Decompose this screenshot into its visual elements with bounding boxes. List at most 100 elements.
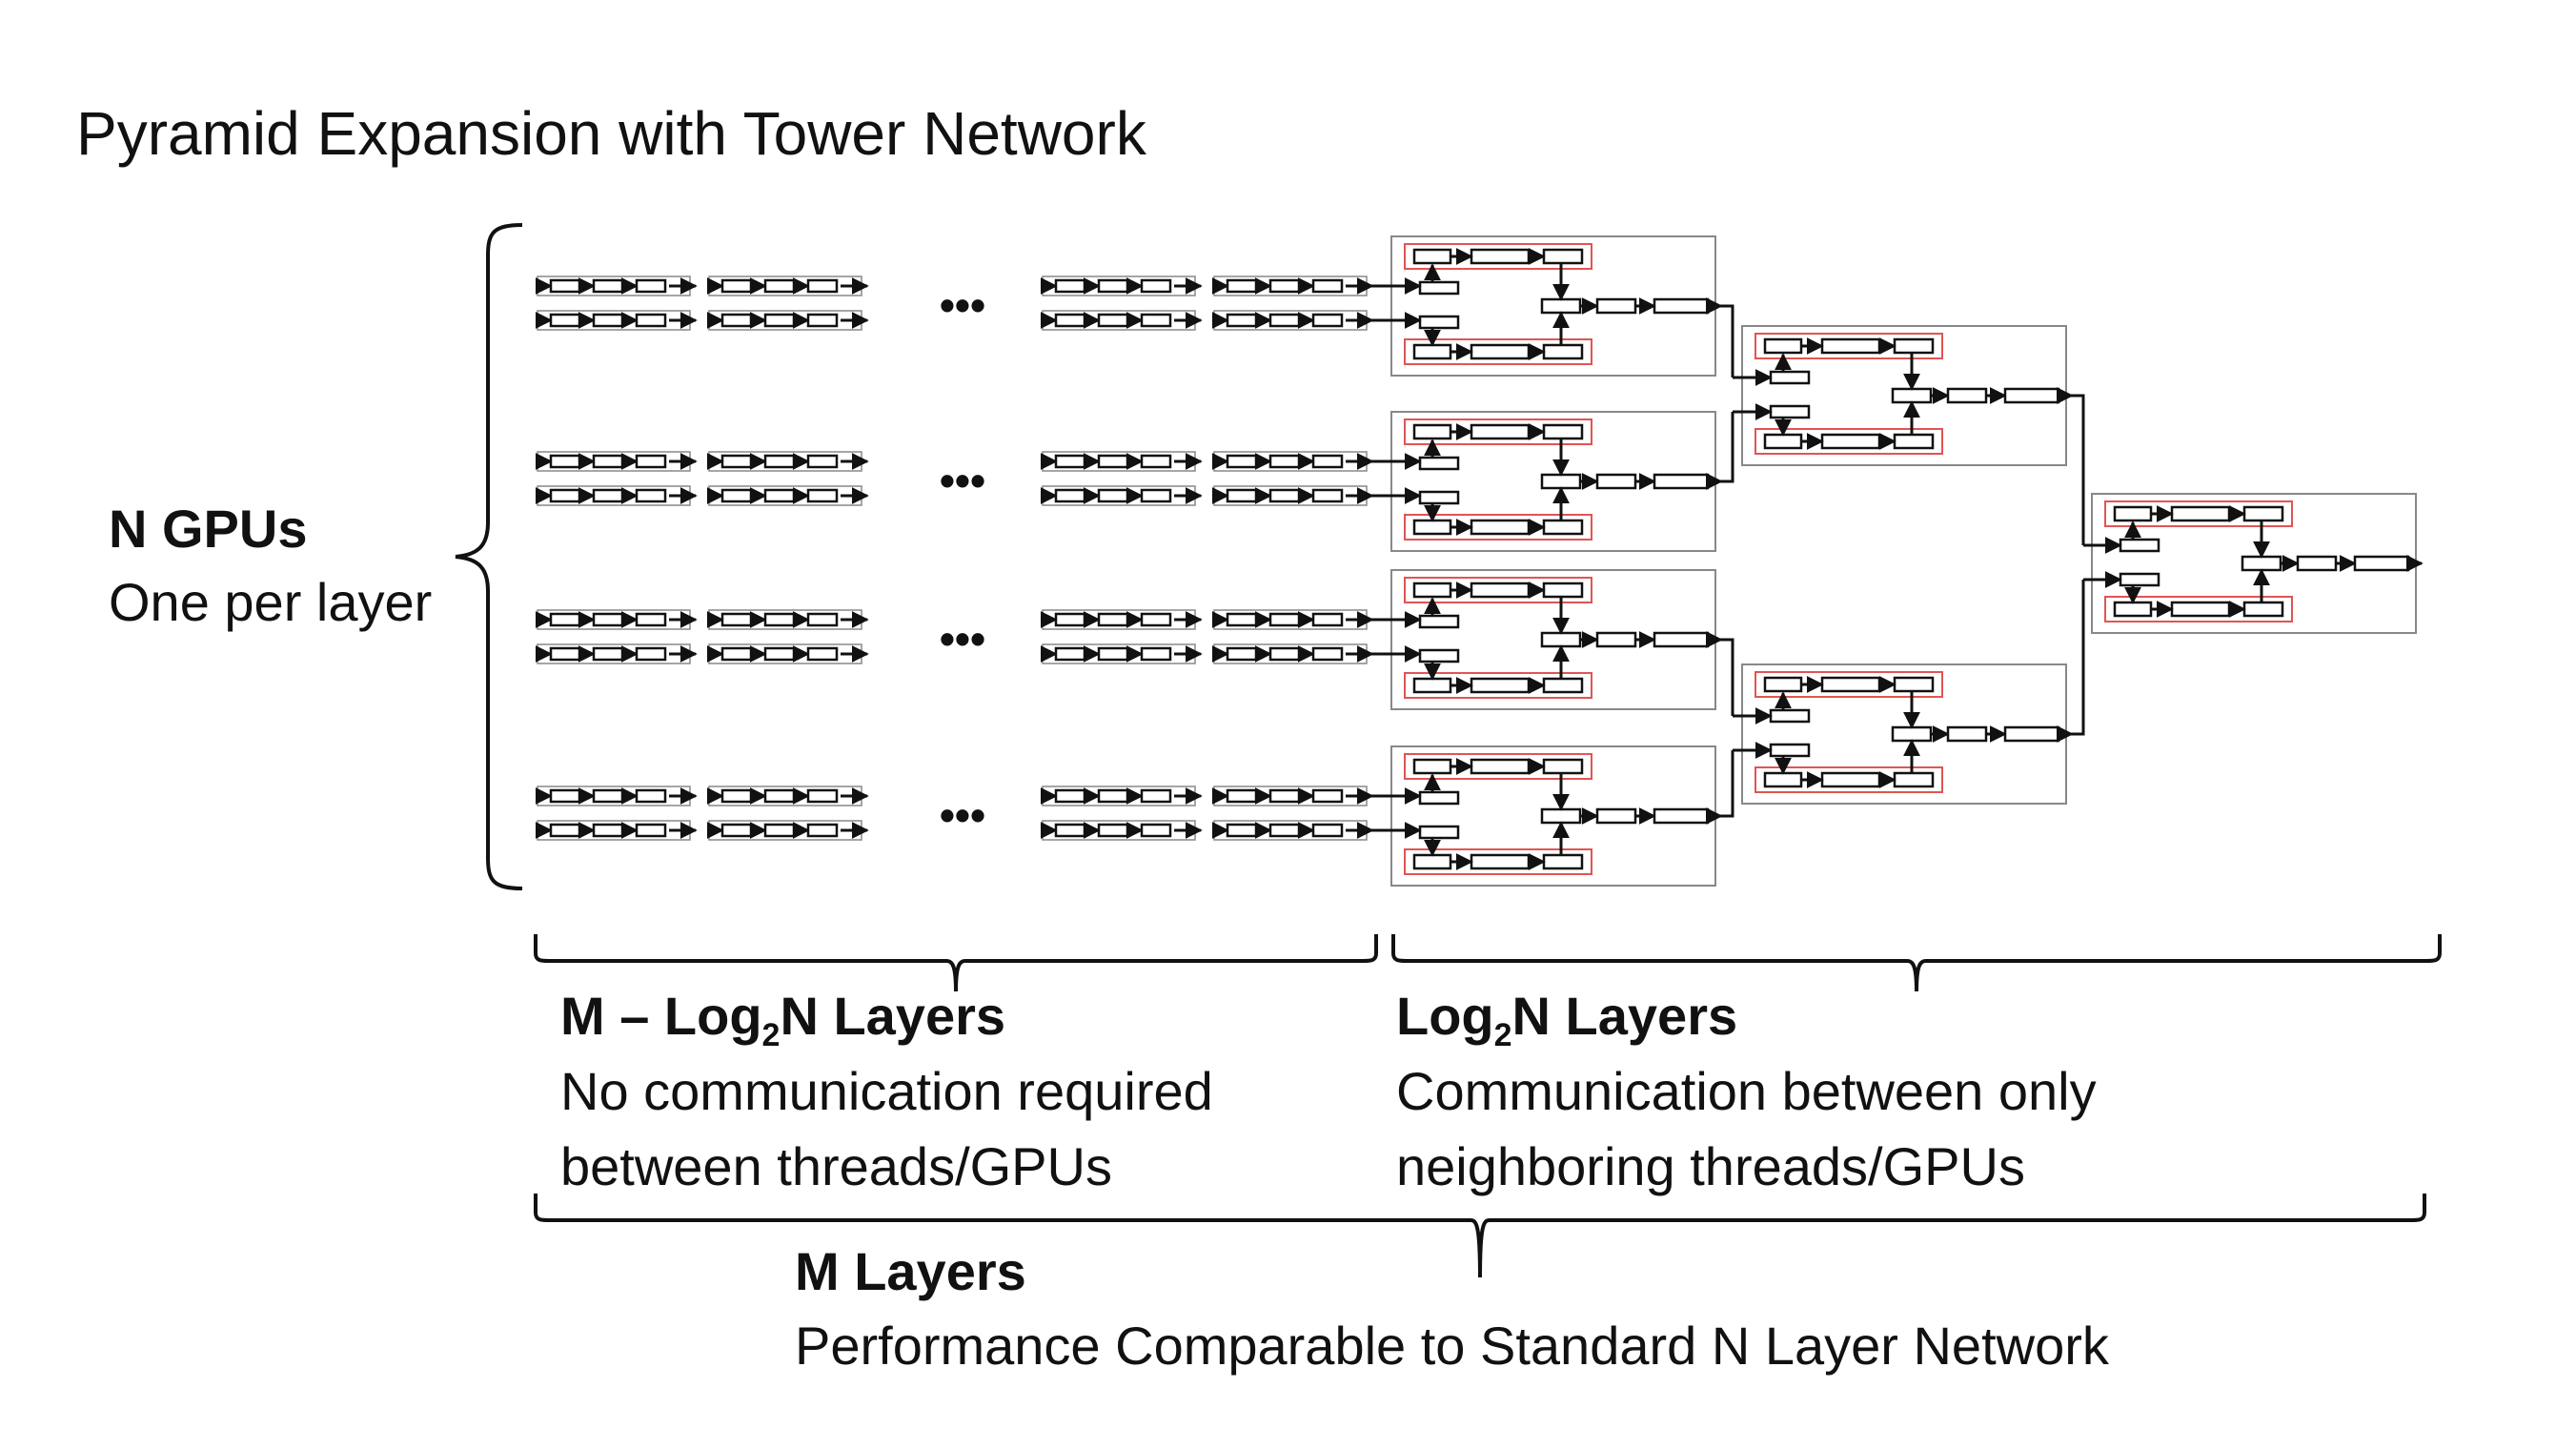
total-section-heading: M Layers — [795, 1241, 1026, 1301]
chain-layer-box — [1311, 454, 1344, 469]
tower-bottom-box — [1470, 343, 1531, 360]
chain-layer-box — [549, 313, 581, 328]
chain-layer-box — [635, 488, 667, 503]
tower-input-box — [1769, 743, 1811, 758]
tower-output-box — [1653, 807, 1710, 825]
tower-bottom-highlight — [1755, 766, 1943, 793]
chain-layer-box — [1097, 278, 1129, 294]
tower-top-highlight — [2104, 500, 2293, 527]
chain-layer-box — [763, 313, 796, 328]
tower-top-box — [2113, 505, 2153, 522]
chain-layer-box — [806, 488, 839, 503]
chain-layer-box — [635, 788, 667, 804]
chain-layer-box — [763, 612, 796, 627]
tower-top-box — [1763, 337, 1803, 355]
tower-bottom-box — [1893, 433, 1935, 450]
chain-layer-box — [1311, 278, 1344, 294]
gpu-chain-group: •••••••••••• — [535, 276, 1374, 841]
tower-block — [1390, 745, 1723, 887]
tower-input-box — [1418, 648, 1460, 663]
chain-layer-box — [1054, 788, 1086, 804]
chain-layer-box — [1140, 488, 1172, 503]
tower-bottom-highlight — [2104, 596, 2293, 622]
chain-layer-box — [763, 454, 796, 469]
chain-layer-box — [1054, 278, 1086, 294]
chain-layer-box — [1268, 612, 1301, 627]
ellipsis-dots: ••• — [940, 456, 985, 505]
tower-input-box — [1418, 614, 1460, 629]
ellipsis-dots: ••• — [940, 280, 985, 330]
chain-layer-box — [720, 788, 753, 804]
layer-chain — [1211, 609, 1374, 630]
chain-layer-box — [635, 454, 667, 469]
chain-layer-box — [635, 612, 667, 627]
chain-layer-box — [549, 612, 581, 627]
chain-layer-box — [720, 454, 753, 469]
tower-top-box — [1470, 423, 1531, 440]
brace-left-section — [534, 934, 1378, 992]
tower-bottom-box — [1542, 519, 1584, 536]
chain-layer-box — [592, 612, 624, 627]
tower-output-box — [1653, 473, 1710, 490]
layer-chain — [706, 451, 869, 472]
chain-layer-box — [806, 823, 839, 838]
chain-layer-box — [1268, 788, 1301, 804]
chain-layer-box — [763, 646, 796, 662]
tower-block — [2091, 493, 2424, 634]
layer-chain — [1040, 451, 1203, 472]
chain-layer-box — [1311, 313, 1344, 328]
chain-layer-box — [763, 823, 796, 838]
tower-top-box — [1412, 582, 1452, 599]
layer-chain — [1040, 609, 1203, 630]
chain-layer-box — [1097, 646, 1129, 662]
chain-layer-box — [635, 646, 667, 662]
chain-layer-box — [549, 278, 581, 294]
gpus-heading: N GPUs — [109, 499, 308, 559]
chain-layer-box — [549, 488, 581, 503]
tower-bottom-box — [1470, 677, 1531, 694]
right-section-heading: Log2N Layers — [1396, 990, 1737, 1052]
layer-chain — [535, 310, 698, 331]
chain-layer-box — [1226, 454, 1258, 469]
tower-output-box — [1595, 473, 1637, 490]
chain-layer-box — [592, 488, 624, 503]
chain-layer-box — [1268, 454, 1301, 469]
tower-link-line — [1721, 638, 1734, 716]
tower-top-highlight — [1755, 333, 1943, 359]
layer-chain — [535, 786, 698, 806]
layer-chain — [535, 485, 698, 506]
chain-layer-box — [635, 823, 667, 838]
chain-layer-box — [1097, 788, 1129, 804]
right-section-line1: Communication between only — [1396, 1061, 2097, 1121]
chain-layer-box — [549, 646, 581, 662]
tower-top-highlight — [1404, 577, 1592, 603]
chain-layer-box — [1097, 313, 1129, 328]
tower-input-box — [1418, 790, 1460, 806]
chain-layer-box — [549, 823, 581, 838]
bottom-brace-group — [534, 934, 2442, 1278]
chain-layer-box — [1140, 823, 1172, 838]
layer-chain — [1211, 276, 1374, 296]
chain-layer-box — [806, 788, 839, 804]
chain-layer-box — [1311, 823, 1344, 838]
chain-layer-box — [1268, 823, 1301, 838]
chain-layer-box — [1226, 646, 1258, 662]
layer-chain — [1040, 485, 1203, 506]
tower-link-line — [2072, 394, 2085, 545]
tower-merge-box — [1540, 473, 1582, 490]
tower-bottom-highlight — [1404, 848, 1592, 875]
layer-chain — [535, 643, 698, 664]
total-section-subtext: Performance Comparable to Standard N Lay… — [795, 1316, 2109, 1376]
layer-chain — [1040, 786, 1203, 806]
tower-merge-box — [1540, 297, 1582, 315]
chain-layer-box — [1311, 488, 1344, 503]
layer-chain — [1211, 786, 1374, 806]
chain-layer-box — [1226, 612, 1258, 627]
tower-top-box — [1542, 758, 1584, 775]
chain-layer-box — [1311, 788, 1344, 804]
tower-merge-box — [1891, 387, 1933, 404]
left-heading-prefix: M – Log — [560, 986, 762, 1046]
tower-top-box — [1763, 676, 1803, 693]
tower-block — [1390, 569, 1723, 710]
